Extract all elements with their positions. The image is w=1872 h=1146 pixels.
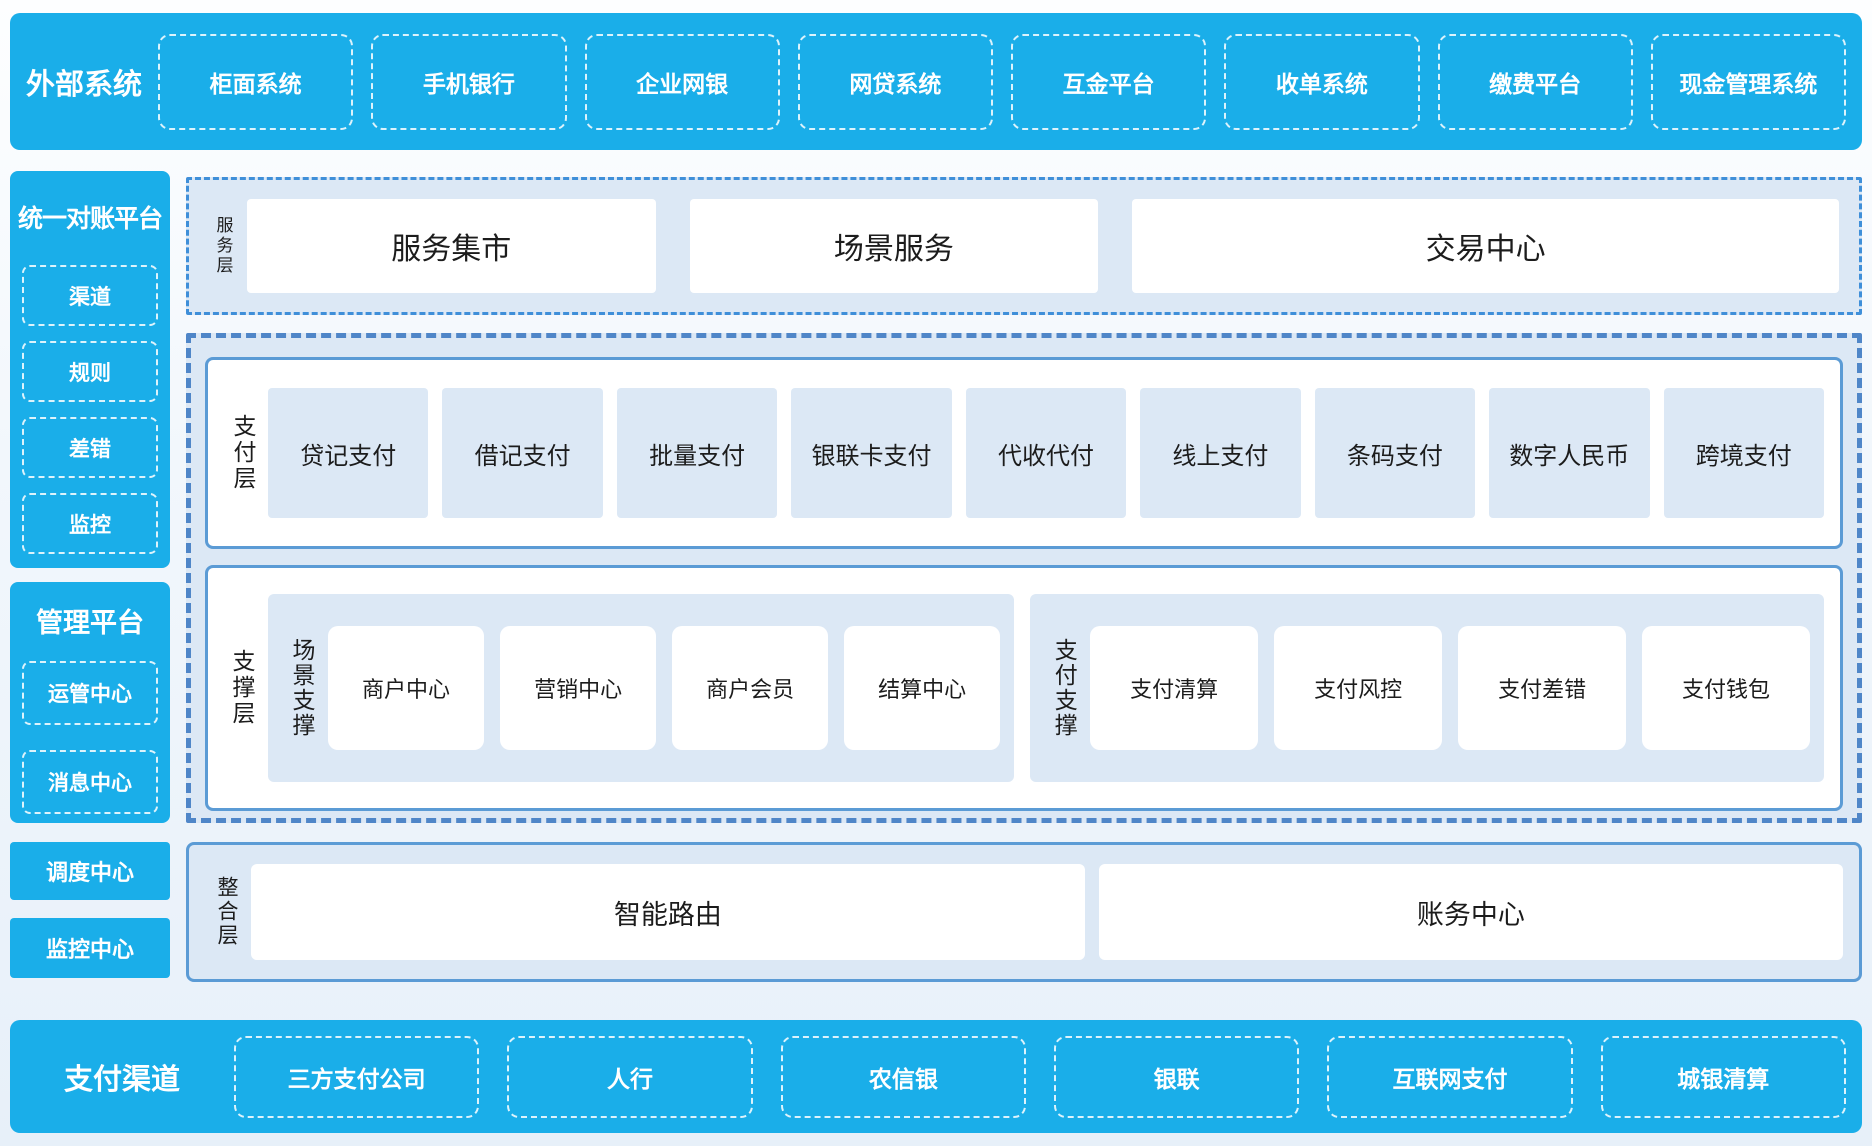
payment-layer: 支付层 贷记支付 借记支付 批量支付 银联卡支付 代收代付 线上支付 条码支付 …	[205, 357, 1843, 549]
payment-channel-item: 银联	[1053, 1035, 1300, 1118]
external-systems-items: 柜面系统 手机银行 企业网银 网贷系统 互金平台 收单系统 缴费平台 现金管理系…	[158, 13, 1862, 150]
integration-layer-label: 整合层	[215, 876, 238, 948]
payment-support-wrapper: 支付层 贷记支付 借记支付 批量支付 银联卡支付 代收代付 线上支付 条码支付 …	[186, 333, 1862, 823]
management-platform-title: 管理平台	[36, 608, 144, 638]
external-system-item: 手机银行	[371, 33, 567, 130]
management-platform-items: 运管中心 消息中心	[10, 661, 170, 814]
payment-channel-item: 人行	[507, 1035, 753, 1118]
payment-support-item: 支付钱包	[1642, 626, 1810, 750]
management-item: 运管中心	[22, 661, 158, 725]
scene-support-label: 场景支撑	[289, 638, 315, 738]
payment-item: 跨境支付	[1663, 388, 1824, 518]
scene-support-item: 营销中心	[500, 626, 657, 750]
scene-support-item: 结算中心	[844, 626, 1001, 750]
payment-channel-item: 互联网支付	[1327, 1035, 1573, 1118]
payment-item: 贷记支付	[268, 388, 429, 518]
service-layer: 服务层 服务集市 场景服务 交易中心	[186, 177, 1862, 315]
payment-item: 批量支付	[616, 388, 778, 518]
reconciliation-item: 规则	[22, 341, 158, 402]
scene-support-items: 商户中心 营销中心 商户会员 结算中心	[328, 626, 1014, 750]
payment-item: 代收代付	[965, 388, 1127, 518]
reconciliation-item: 监控	[22, 493, 158, 554]
scene-support-item: 商户中心	[328, 626, 485, 750]
reconciliation-platform-title: 统一对账平台	[17, 205, 163, 233]
payment-channel-item: 农信银	[780, 1035, 1026, 1118]
reconciliation-platform-panel: 统一对账平台 渠道 规则 差错 监控	[10, 171, 170, 568]
external-system-item: 柜面系统	[158, 33, 354, 130]
payment-channel-item: 三方支付公司	[234, 1035, 480, 1118]
payment-layer-items: 贷记支付 借记支付 批量支付 银联卡支付 代收代付 线上支付 条码支付 数字人民…	[268, 388, 1840, 518]
external-systems-title: 外部系统	[25, 68, 142, 101]
external-system-item: 互金平台	[1011, 33, 1207, 130]
payment-support-item: 支付清算	[1090, 626, 1259, 750]
external-systems-bar: 外部系统 柜面系统 手机银行 企业网银 网贷系统 互金平台 收单系统 缴费平台 …	[10, 13, 1862, 150]
payment-support-item: 支付风控	[1274, 626, 1443, 750]
reconciliation-platform-items: 渠道 规则 差错 监控	[10, 265, 170, 554]
reconciliation-item: 渠道	[22, 265, 158, 326]
payment-channels-bar: 支付渠道 三方支付公司 人行 农信银 银联 互联网支付 城银清算	[10, 1020, 1862, 1133]
monitoring-center-box: 监控中心	[10, 918, 170, 978]
integration-item: 智能路由	[251, 864, 1085, 960]
service-item: 服务集市	[247, 199, 656, 293]
payment-item: 数字人民币	[1489, 388, 1650, 518]
scene-support-item: 商户会员	[672, 626, 829, 750]
external-system-item: 网贷系统	[797, 33, 993, 130]
service-layer-label: 服务层	[213, 216, 233, 276]
payment-layer-label: 支付层	[230, 414, 256, 492]
payment-channels-items: 三方支付公司 人行 农信银 银联 互联网支付 城银清算	[234, 1020, 1862, 1133]
external-system-item: 企业网银	[584, 33, 780, 130]
reconciliation-item: 差错	[22, 417, 158, 478]
payment-channels-title: 支付渠道	[63, 1063, 180, 1096]
integration-layer: 整合层 智能路由 账务中心	[186, 842, 1862, 982]
external-system-item: 收单系统	[1224, 33, 1420, 130]
support-layer-groups: 场景支撑 商户中心 营销中心 商户会员 结算中心 支付支撑 支付清算 支付风控 …	[268, 594, 1840, 782]
payment-item: 线上支付	[1140, 388, 1301, 518]
service-layer-items: 服务集市 场景服务 交易中心	[247, 199, 1859, 293]
integration-item: 账务中心	[1098, 864, 1843, 960]
scene-support-group: 场景支撑 商户中心 营销中心 商户会员 结算中心	[268, 594, 1015, 782]
management-platform-panel: 管理平台 运管中心 消息中心	[10, 582, 170, 823]
payment-support-item: 支付差错	[1458, 626, 1627, 750]
service-item: 交易中心	[1132, 199, 1839, 293]
support-layer-label: 支撑层	[229, 649, 255, 727]
payment-channel-item: 城银清算	[1600, 1035, 1846, 1118]
support-layer: 支撑层 场景支撑 商户中心 营销中心 商户会员 结算中心 支付支撑 支付清算 支…	[205, 565, 1843, 811]
service-item: 场景服务	[689, 199, 1099, 293]
payment-item: 借记支付	[442, 388, 603, 518]
dispatch-center-box: 调度中心	[10, 842, 170, 900]
payment-item: 条码支付	[1314, 388, 1476, 518]
integration-layer-items: 智能路由 账务中心	[251, 864, 1859, 960]
payment-support-group: 支付支撑 支付清算 支付风控 支付差错 支付钱包	[1030, 594, 1824, 782]
external-system-item: 缴费平台	[1437, 33, 1633, 130]
payment-support-label: 支付支撑	[1051, 638, 1078, 738]
management-item: 消息中心	[22, 750, 158, 814]
payment-support-items: 支付清算 支付风控 支付差错 支付钱包	[1090, 626, 1824, 750]
external-system-item: 现金管理系统	[1650, 33, 1846, 130]
payment-item: 银联卡支付	[791, 388, 952, 518]
